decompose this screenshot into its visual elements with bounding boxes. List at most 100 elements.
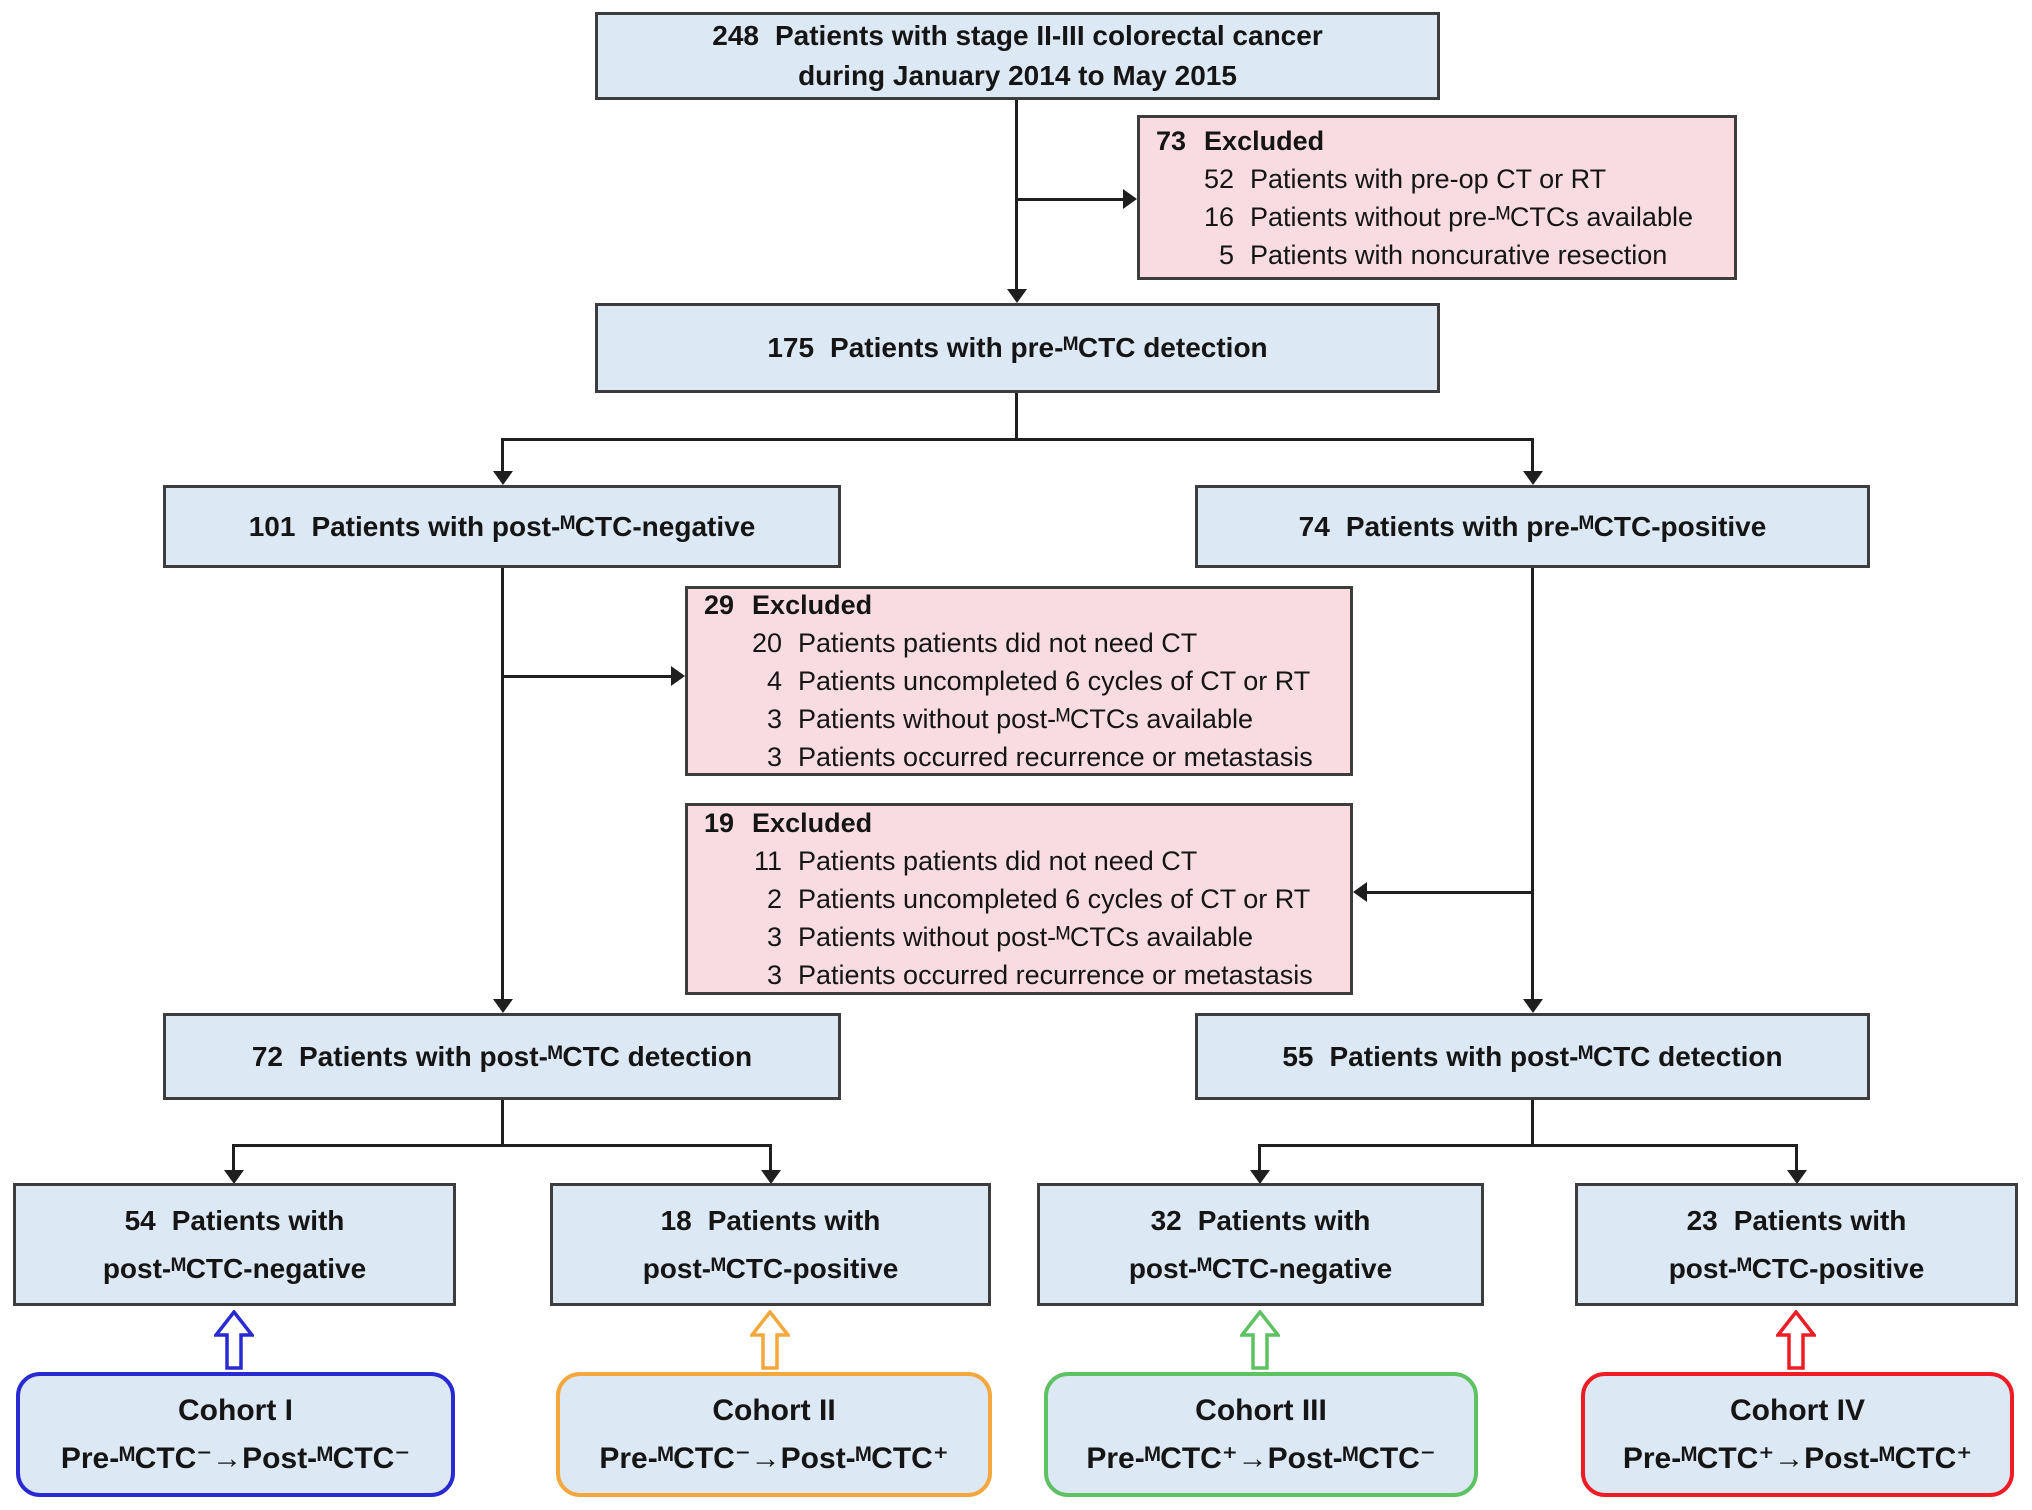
- connector-drop-right: [1531, 438, 1534, 472]
- item-count: 20: [751, 628, 782, 658]
- box-excluded-73: 73 Excluded 52 Patients with pre-op CT o…: [1137, 115, 1737, 280]
- box-cohort-1: Cohort I Pre-ᴹCTC⁻→Post-ᴹCTC⁻: [16, 1372, 455, 1497]
- excluded-item: 3 Patients occurred recurrence or metast…: [704, 956, 1340, 994]
- box-text-line2: post-ᴹCTC-positive: [1668, 1252, 1925, 1284]
- connector-drop-left: [501, 438, 504, 472]
- up-arrow-icon-cohort-1: [214, 1310, 254, 1370]
- arrowhead-down-icon: [761, 1170, 781, 1184]
- box-text: Patients with: [1733, 1204, 1907, 1236]
- connector-left-column: [501, 568, 504, 999]
- patient-count: 74: [1298, 510, 1330, 542]
- patient-count: 72: [251, 1040, 283, 1072]
- up-arrow-icon-cohort-2: [750, 1310, 790, 1370]
- excluded-header: 19 Excluded: [704, 804, 1340, 842]
- item-count: 3: [766, 960, 782, 990]
- cohort-name: Cohort II: [712, 1393, 836, 1427]
- excluded-label: Excluded: [752, 808, 873, 838]
- box-post-ctc-detection-55: 55 Patients with post-ᴹCTC detection: [1195, 1013, 1870, 1100]
- connector-top-vertical: [1015, 100, 1018, 290]
- cohort-name: Cohort III: [1195, 1393, 1327, 1427]
- item-text: Patients occurred recurrence or metastas…: [798, 742, 1313, 772]
- box-text: Patients with post-ᴹCTC-negative: [311, 510, 756, 542]
- connector-right-column: [1531, 568, 1534, 999]
- item-text: Patients without post-ᴹCTCs available: [798, 704, 1253, 734]
- patient-count: 54: [124, 1204, 156, 1236]
- box-excluded-29: 29 Excluded 20 Patients patients did not…: [685, 586, 1353, 776]
- arrowhead-down-icon: [1250, 1170, 1270, 1184]
- up-arrow-outline: [214, 1310, 254, 1370]
- box-text: Patients with: [707, 1204, 881, 1236]
- cohort-formula: Pre-ᴹCTC⁻→Post-ᴹCTC⁺: [599, 1441, 949, 1475]
- box-text-line2: during January 2014 to May 2015: [798, 60, 1237, 91]
- box-line: 23 Patients with: [1687, 1197, 1907, 1245]
- excluded-item: 3 Patients without post-ᴹCTCs available: [704, 918, 1340, 956]
- box-text: Patients with: [1197, 1204, 1371, 1236]
- arrowhead-right-icon: [1123, 189, 1137, 209]
- connector-72-down: [501, 1100, 504, 1146]
- arrowhead-down-icon: [1523, 999, 1543, 1013]
- excluded-item: 2 Patients uncompleted 6 cycles of CT or…: [704, 880, 1340, 918]
- box-text: Patients with pre-ᴹCTC-positive: [1345, 510, 1767, 542]
- item-count: 3: [766, 704, 782, 734]
- connector-drop-32: [1258, 1144, 1261, 1171]
- box-cohort-3: Cohort III Pre-ᴹCTC⁺→Post-ᴹCTC⁻: [1044, 1372, 1478, 1497]
- excluded-count: 19: [704, 808, 735, 838]
- excluded-item: 52 Patients with pre-op CT or RT: [1156, 160, 1724, 198]
- connector-split-top: [501, 438, 1534, 441]
- patient-count: 32: [1150, 1204, 1182, 1236]
- patient-count: 248: [712, 20, 759, 51]
- box-line: 54 Patients with: [125, 1197, 345, 1245]
- item-text: Patients with pre-op CT or RT: [1250, 163, 1607, 194]
- up-arrow-outline: [1776, 1310, 1816, 1370]
- up-arrow-icon-cohort-4: [1776, 1310, 1816, 1370]
- arrowhead-down-icon: [493, 999, 513, 1013]
- cohort-formula: Pre-ᴹCTC⁻→Post-ᴹCTC⁻: [60, 1441, 411, 1475]
- box-pre-ctc-positive-74: 74 Patients with pre-ᴹCTC-positive: [1195, 485, 1870, 568]
- box-post-ctc-negative-101: 101 Patients with post-ᴹCTC-negative: [163, 485, 841, 568]
- connector-drop-23: [1795, 1144, 1798, 1171]
- box-outcome-23: 23 Patients with post-ᴹCTC-positive: [1575, 1183, 2018, 1306]
- connector-split-bottom-right: [1258, 1144, 1798, 1147]
- item-count: 16: [1203, 201, 1234, 232]
- connector-split-bottom-left: [232, 1144, 772, 1147]
- box-enrolled-248: 248 Patients with stage II-III colorecta…: [595, 12, 1440, 100]
- excluded-label: Excluded: [1204, 125, 1325, 156]
- excluded-item: 4 Patients uncompleted 6 cycles of CT or…: [704, 662, 1340, 700]
- item-text: Patients without post-ᴹCTCs available: [798, 922, 1253, 952]
- box-cohort-4: Cohort IV Pre-ᴹCTC⁺→Post-ᴹCTC⁺: [1581, 1372, 2014, 1497]
- excluded-label: Excluded: [752, 590, 873, 620]
- item-count: 4: [766, 666, 782, 696]
- item-text: Patients occurred recurrence or metastas…: [798, 960, 1313, 990]
- arrowhead-down-icon: [224, 1170, 244, 1184]
- box-excluded-19: 19 Excluded 11 Patients patients did not…: [685, 803, 1353, 995]
- item-text: Patients uncompleted 6 cycles of CT or R…: [798, 884, 1311, 914]
- box-outcome-32: 32 Patients with post-ᴹCTC-negative: [1037, 1183, 1484, 1306]
- item-text: Patients patients did not need CT: [798, 628, 1198, 658]
- patient-count: 175: [767, 332, 815, 363]
- connector-drop-54: [232, 1144, 235, 1171]
- box-line: 32 Patients with: [1151, 1197, 1371, 1245]
- box-text-line2: post-ᴹCTC-positive: [642, 1252, 899, 1284]
- excluded-item: 3 Patients occurred recurrence or metast…: [704, 738, 1340, 776]
- item-count: 11: [753, 846, 782, 876]
- connector-branch-excluded-73: [1015, 198, 1123, 201]
- excluded-header: 73 Excluded: [1156, 122, 1724, 160]
- excluded-item: 11 Patients patients did not need CT: [704, 842, 1340, 880]
- connector-175-down: [1015, 393, 1018, 441]
- cohort-name: Cohort I: [178, 1393, 293, 1427]
- item-text: Patients uncompleted 6 cycles of CT or R…: [798, 666, 1311, 696]
- up-arrow-icon-cohort-3: [1240, 1310, 1280, 1370]
- item-text: Patients without pre-ᴹCTCs available: [1250, 201, 1693, 232]
- up-arrow-outline: [1240, 1310, 1280, 1370]
- box-outcome-54: 54 Patients with post-ᴹCTC-negative: [13, 1183, 456, 1306]
- box-line: 175 Patients with pre-ᴹCTC detection: [767, 328, 1267, 368]
- patient-count: 18: [660, 1204, 692, 1236]
- excluded-count: 29: [704, 590, 735, 620]
- box-cohort-2: Cohort II Pre-ᴹCTC⁻→Post-ᴹCTC⁺: [556, 1372, 992, 1497]
- patient-count: 23: [1686, 1204, 1718, 1236]
- box-text-line2: post-ᴹCTC-negative: [102, 1252, 367, 1284]
- cohort-formula: Pre-ᴹCTC⁺→Post-ᴹCTC⁻: [1086, 1441, 1436, 1475]
- item-count: 3: [766, 922, 782, 952]
- box-line: 55 Patients with post-ᴹCTC detection: [1282, 1037, 1782, 1077]
